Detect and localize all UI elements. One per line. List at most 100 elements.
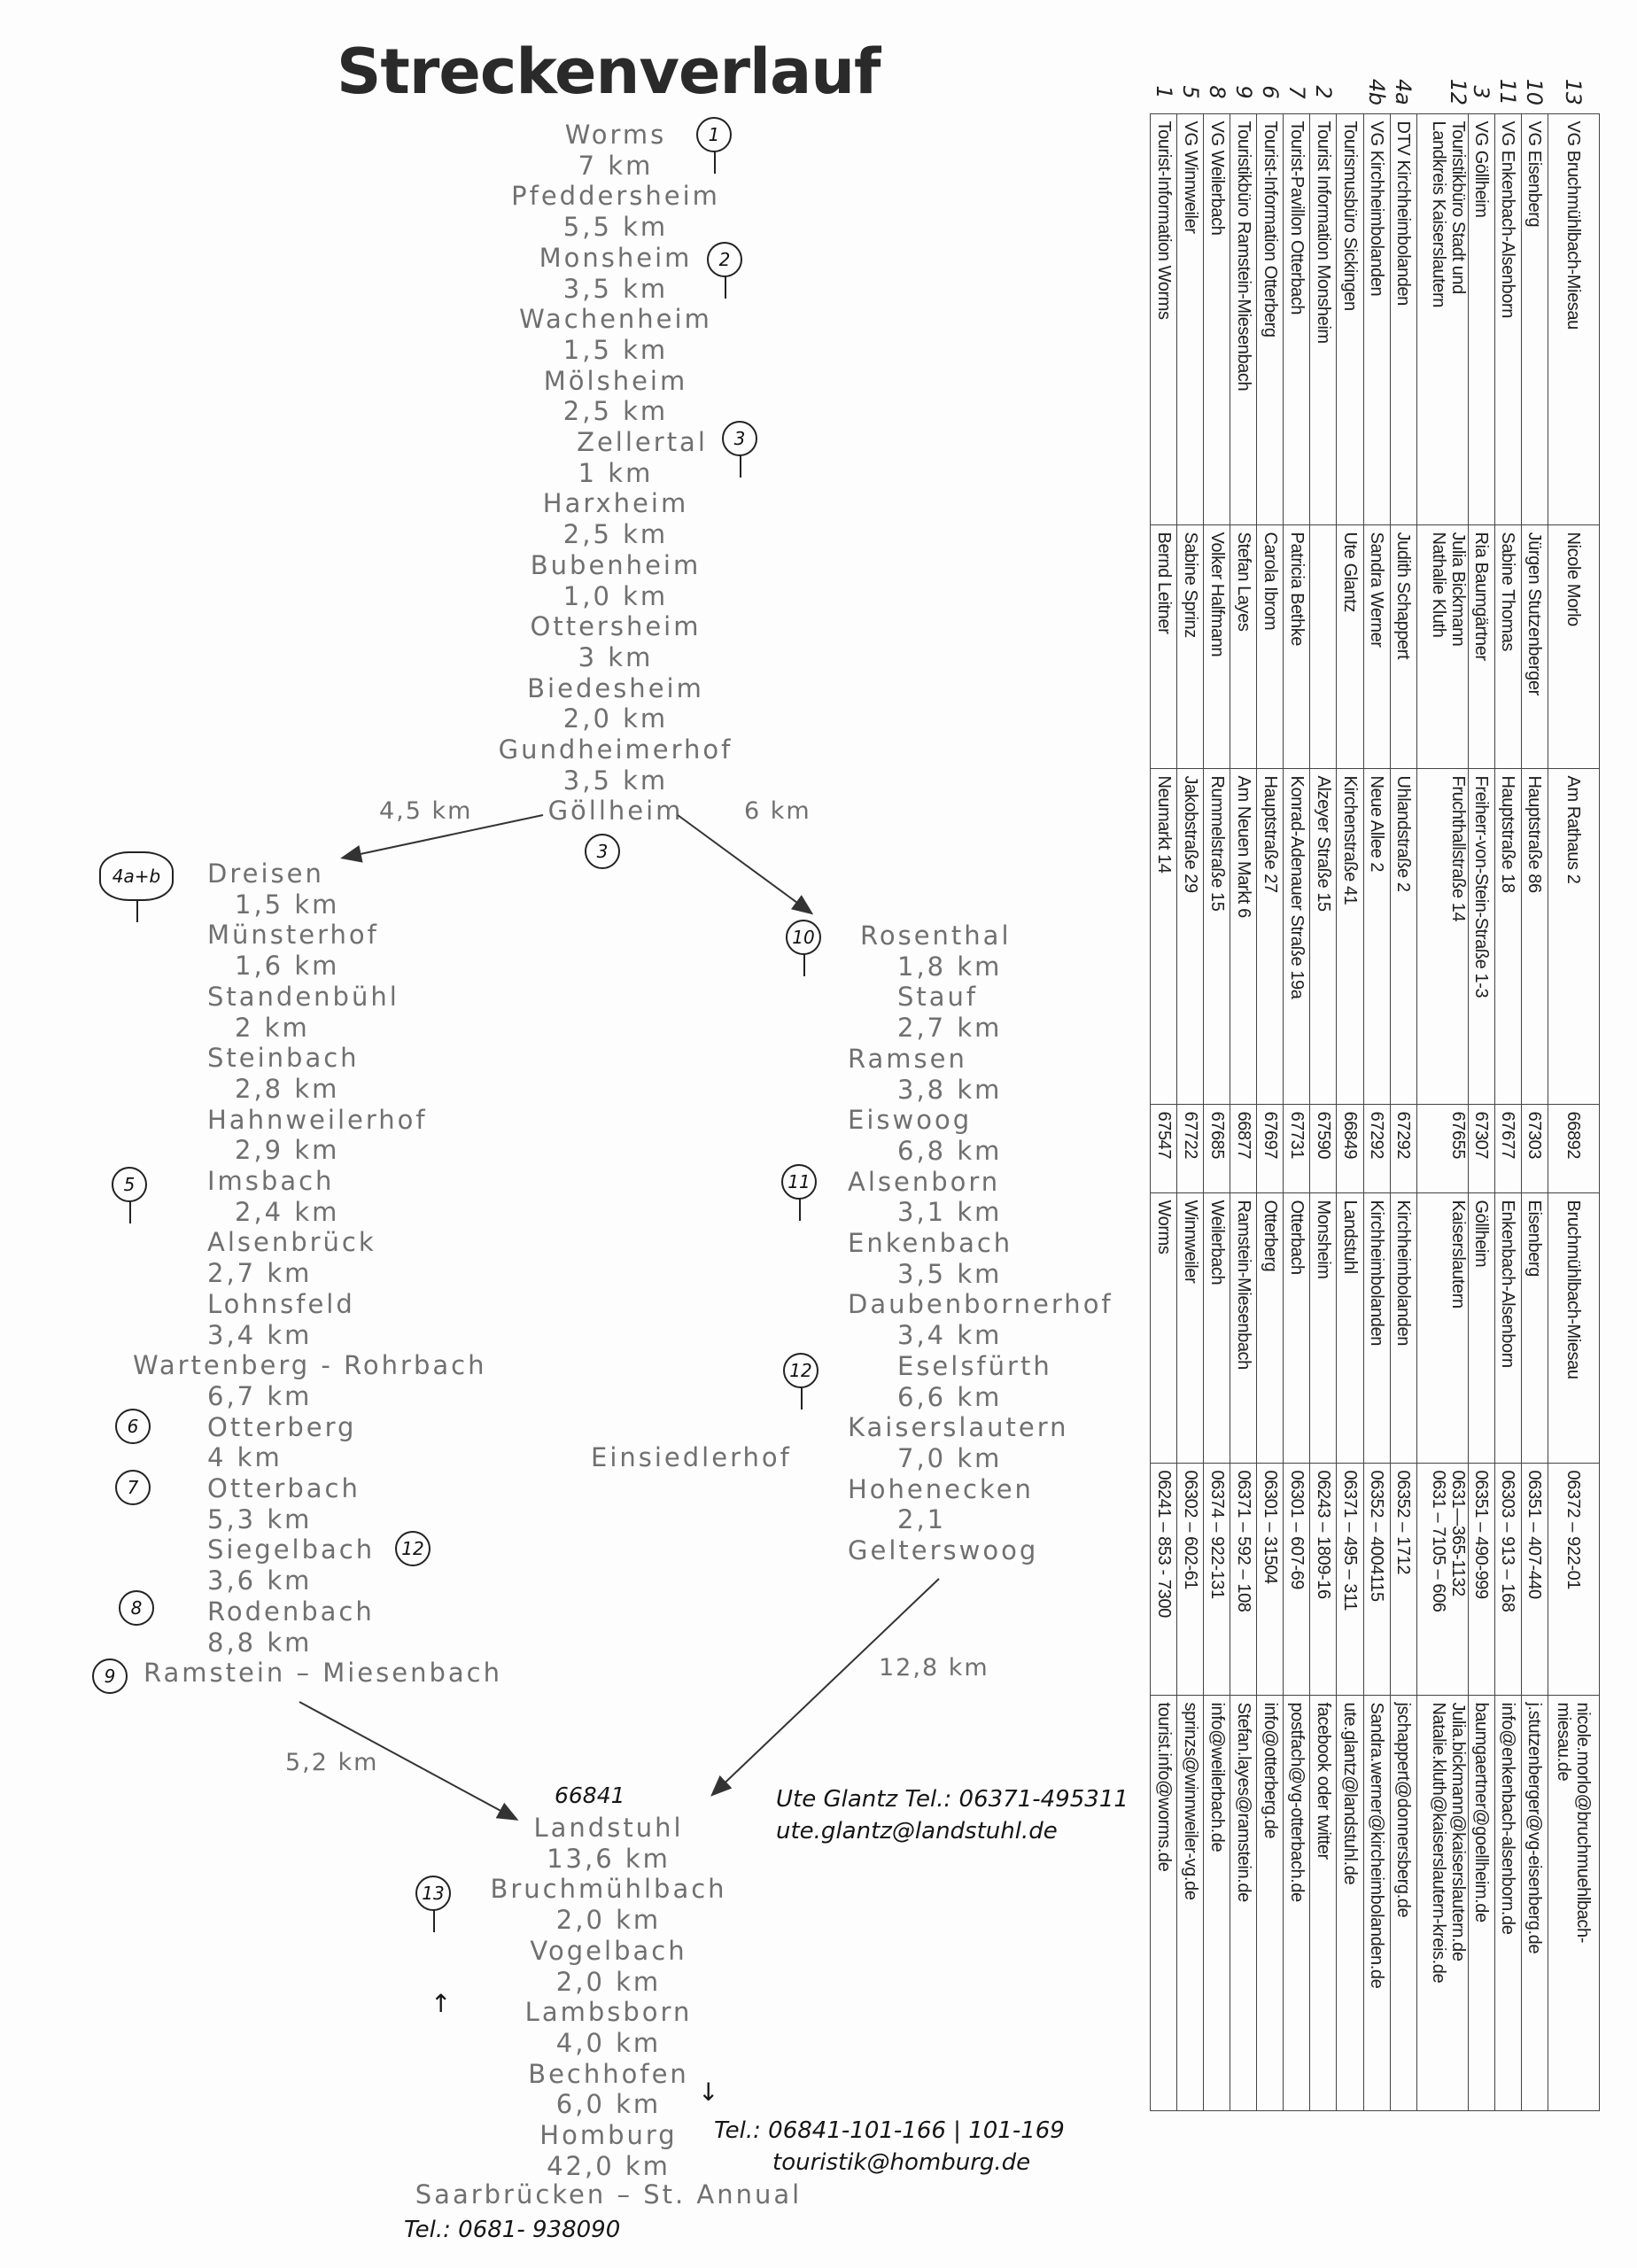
cell-plz: 67685 [1203, 1104, 1230, 1192]
cell-num: 13 [1561, 78, 1587, 105]
cell-city: Landstuhl [1337, 1192, 1364, 1463]
cell-email[interactable]: info@otterberg.de [1256, 1695, 1284, 2110]
route-main-distance: 1 km [578, 457, 654, 488]
route-main-distance: 1,0 km [562, 580, 669, 611]
cell-phone[interactable]: 06352 – 1712 [1390, 1463, 1417, 1695]
route-left-distance: 2 km [235, 1012, 310, 1043]
route-left-distance: 2,4 km [235, 1196, 340, 1227]
cell-num [1337, 71, 1363, 113]
route-left-distance: 2,8 km [235, 1073, 340, 1104]
route-left-distance: 2,7 km [207, 1258, 313, 1289]
cell-city: Kirchheimbolanden [1390, 1192, 1417, 1463]
route-bottom-distance: 42,0 km [547, 2150, 671, 2181]
cell-email[interactable]: Sandra.werner@kircheimbolanden.de [1363, 1695, 1391, 2110]
cell-person: Sabine Thomas [1494, 524, 1522, 768]
route-left-stop: Ramstein – Miesenbach [144, 1658, 502, 1689]
cell-plz: 67292 [1390, 1104, 1417, 1192]
route-right-stop: Alsenborn [848, 1166, 1001, 1197]
cell-phone[interactable]: 06371 – 592 – 108 [1230, 1463, 1257, 1695]
cell-email[interactable]: baumgaertner@goellheim.de [1468, 1695, 1495, 2110]
route-right-distance: 1,8 km [897, 951, 1003, 982]
cell-email[interactable]: facebook oder twitter [1309, 1695, 1337, 2110]
cell-email[interactable]: sprinzs@winnweiler-vg.de [1176, 1695, 1204, 2110]
cell-phone[interactable]: 06303 – 913 – 168 [1494, 1463, 1522, 1695]
cell-street: Jakobstraße 29 [1176, 768, 1204, 1104]
cell-phone[interactable]: 06351 – 407-440 [1521, 1463, 1548, 1695]
route-bottom-stop: Landstuhl [533, 1813, 684, 1843]
cell-phone[interactable]: 06351 – 490-999 [1468, 1463, 1495, 1695]
cell-email[interactable]: nicole.morlo@bruchmuehlbach- miesau.de [1548, 1695, 1600, 2110]
route-left-stop: Alsenbrück [207, 1227, 376, 1258]
distance-label: 12,8 km [879, 1654, 989, 1682]
cell-phone[interactable]: 0631—365-1132 0631 – 7105 – 606 [1416, 1463, 1469, 1695]
cell-org: Tourist-Information Worms [1150, 113, 1177, 524]
route-right-stop: Rosenthal [860, 920, 1012, 951]
cell-phone[interactable]: 06374 – 922-131 [1203, 1463, 1230, 1695]
cell-org: VG Weilerbach [1203, 113, 1230, 524]
route-main-distance: 2,5 km [562, 519, 669, 550]
cell-phone[interactable]: 06372 – 922-01 [1548, 1463, 1600, 1695]
cell-org: DTV Kirchheimbolanden [1390, 113, 1417, 524]
cell-email[interactable]: info@enkenbach-alsenborn.de [1494, 1695, 1522, 2110]
marker-circle: 12 [395, 1531, 431, 1566]
cell-plz: 67547 [1150, 1104, 1177, 1192]
cell-phone[interactable]: 06302 – 602-61 [1176, 1463, 1204, 1695]
cell-email[interactable]: postfach@vg-otterbach.de [1283, 1695, 1310, 2110]
cell-email[interactable]: ute.glantz@landstuhl.de [1337, 1695, 1364, 2110]
cell-org: VG Göllheim [1468, 113, 1495, 524]
note-saarbruecken-tel: Tel.: 0681- 938090 [404, 2217, 621, 2243]
cell-email[interactable]: j.stutzenberger@vg-eisenberg.de [1521, 1695, 1548, 2110]
cell-city: Otterbach [1283, 1192, 1310, 1463]
route-left-stop: Münsterhof [207, 920, 379, 951]
cell-num: 6 [1257, 85, 1283, 99]
route-bottom-distance: 6,0 km [555, 2089, 662, 2120]
cell-email[interactable]: tourist.info@worms.de [1150, 1695, 1177, 2110]
cell-email[interactable]: info@weilerbach.de [1203, 1695, 1230, 2110]
cell-org: VG Bruchmühlbach-Miesau [1548, 113, 1600, 524]
marker-circle: 12 [783, 1353, 818, 1410]
route-main-distance: 2,0 km [562, 703, 669, 734]
route-right-stop: Kaiserslautern [848, 1412, 1069, 1443]
route-left-stop: Otterbach [207, 1473, 361, 1503]
route-right-stop: Stauf [897, 982, 979, 1013]
cell-phone[interactable]: 06241 – 853 - 7300 [1150, 1463, 1177, 1695]
cell-email[interactable]: jschappert@donnersberg.de [1390, 1695, 1417, 2110]
cell-email[interactable]: Julia.bickmann@kaiserslautern.de Natalie… [1416, 1695, 1469, 2110]
cell-city: Worms [1150, 1192, 1177, 1463]
arrow-up-icon: ↑ [431, 1989, 452, 2018]
marker-circle: 5 [112, 1167, 147, 1223]
cell-phone[interactable]: 06243 – 1809-16 [1309, 1463, 1337, 1695]
cell-plz: 66892 [1548, 1104, 1600, 1192]
cell-phone[interactable]: 06301 – 31504 [1256, 1463, 1284, 1695]
marker-circle: 1 [696, 117, 732, 174]
cell-email[interactable]: Stefan.layes@ramstein.de [1230, 1695, 1257, 2110]
cell-city: Kaiserslautern [1416, 1192, 1469, 1463]
cell-phone[interactable]: 06352 – 4004115 [1363, 1463, 1391, 1695]
cell-org: Tourist-Information Otterberg [1256, 113, 1284, 524]
route-right-distance: 2,7 km [897, 1013, 1003, 1044]
cell-city: Eisenberg [1521, 1192, 1548, 1463]
route-left-stop: Rodenbach [207, 1596, 375, 1627]
note-landstuhl-email: ute.glantz@landstuhl.de [776, 1818, 1058, 1845]
route-right-distance: 3,5 km [897, 1258, 1003, 1289]
route-stop-einsiedlerhof: Einsiedlerhof [591, 1442, 792, 1472]
note-landstuhl-contact: Ute Glantz Tel.: 06371-495311 [776, 1786, 1129, 1813]
cell-street: Hauptstraße 18 [1494, 768, 1522, 1104]
route-bottom-distance: 2,0 km [555, 1966, 662, 1997]
cell-street: Uhlandstraße 2 [1390, 768, 1417, 1104]
cell-plz: 67303 [1521, 1104, 1548, 1192]
cell-num: 1 [1151, 85, 1176, 99]
route-bottom-stop: Saarbrücken – St. Annual [415, 2179, 803, 2210]
route-left-stop: Wartenberg - Rohrbach [133, 1350, 487, 1381]
cell-org: Touristikbüro Ramstein-Miesenbach [1230, 113, 1257, 524]
cell-phone[interactable]: 06371 – 495 – 311 [1337, 1463, 1364, 1695]
route-right-distance: 2,1 [897, 1504, 947, 1535]
cell-phone[interactable]: 06301 – 607-69 [1283, 1463, 1310, 1695]
